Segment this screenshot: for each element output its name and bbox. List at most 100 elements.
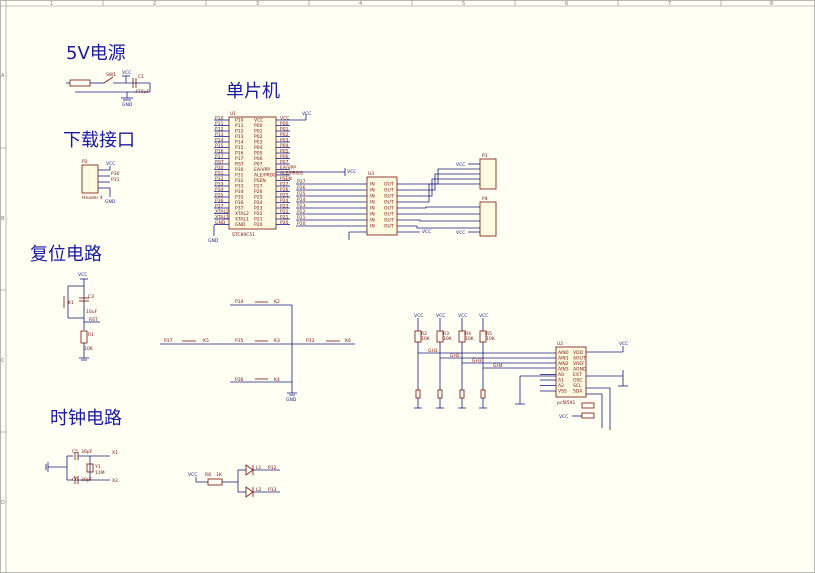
driver-out-pin-4: OUT <box>384 206 394 212</box>
mcu-ea-vcc: VCC <box>347 169 356 175</box>
adc-pin-right-3: AGND <box>573 367 587 373</box>
zone-col-2: 2 <box>153 1 156 7</box>
mcu-pin-right-5: P04 <box>254 145 263 151</box>
mcu-net-left-2: P12 <box>215 127 224 133</box>
mcu-pin-right-6: P05 <box>254 151 263 157</box>
power-switch-label: SW1 <box>106 72 116 78</box>
adc-res-value-0: 10K <box>421 336 431 342</box>
zone-col-8: 8 <box>770 1 773 7</box>
download-gnd: GND <box>105 199 116 205</box>
power-vcc-label: VCC <box>122 70 131 76</box>
led-ref-l1: L1 <box>256 465 262 471</box>
led-res-value: 1K <box>216 472 223 478</box>
driver-out-pin-3: OUT <box>384 200 394 206</box>
key-ref-k5: K5 <box>203 338 209 344</box>
mcu-net-left-1: P11 <box>215 121 224 127</box>
mcu-pin-left-17: XTAL2 <box>235 211 249 217</box>
mcu-pin-left-10: P31 <box>235 173 244 179</box>
adc-pullup-vcc: VCC <box>559 414 568 420</box>
adc-pin-right-0: VDD <box>573 350 584 356</box>
key-label-p33: P33 <box>306 338 315 344</box>
adc-res-ref-2: R4 <box>465 331 471 337</box>
download-ref: P2 <box>82 159 88 165</box>
driver-input-net-0: P27 <box>297 179 306 185</box>
mcu-net-right-18: P21 <box>280 215 289 221</box>
adc-res-ref-0: R2 <box>421 331 427 337</box>
mcu-pin-left-14: P35 <box>235 195 244 201</box>
adc-ref: U2 <box>557 341 563 347</box>
adc-res-vcc-3: VCC <box>479 313 488 319</box>
key-label-p37: P37 <box>164 338 173 344</box>
mcu-net-left-9: P30 <box>215 165 224 171</box>
zone-row-a: A <box>1 73 5 79</box>
mcu-net-right-7: P06 <box>280 154 289 160</box>
section-title-clock: 时钟电路 <box>50 408 122 429</box>
adc-pin-left-5: A1 <box>558 378 564 384</box>
driver-out-pin-0: OUT <box>384 182 394 188</box>
mcu-pin-left-19: GND <box>235 222 246 228</box>
connector-p1: P1 <box>482 153 488 159</box>
adc-pin-left-3: AIN3 <box>558 367 569 373</box>
clock-net-x1: X1 <box>112 450 118 456</box>
driver-input-net-6: P21 <box>297 215 306 221</box>
mcu-net-left-6: P16 <box>215 149 224 155</box>
mcu-net-left-4: P14 <box>215 138 224 144</box>
mcu-pin-right-19: P20 <box>254 222 263 228</box>
download-part-name: Header 4 <box>82 195 103 201</box>
mcu-gnd: GND <box>208 238 219 244</box>
led-vcc: VCC <box>188 472 197 478</box>
mcu-net-left-7: P17 <box>215 154 224 160</box>
mcu-pin-right-0: VCC <box>254 118 263 124</box>
mcu-pin-right-3: P02 <box>254 134 263 140</box>
mcu-pin-right-15: P24 <box>254 200 263 206</box>
adc-part: pcf8591 <box>557 400 576 406</box>
mcu-net-left-19: GND <box>215 220 226 226</box>
mcu-pin-right-7: P06 <box>254 156 263 162</box>
mcu-pin-left-16: P37 <box>235 206 244 212</box>
clock-cap-c5: C5 <box>72 449 78 455</box>
reset-circuit: VCC K1 C3 10uF RST R1 10K <box>63 272 100 361</box>
mcu-pin-right-12: P27 <box>254 184 263 190</box>
adc-net-3: GH4 <box>493 363 503 369</box>
mcu-net-right-1: P00 <box>280 121 289 127</box>
led-circuit: VCC R8 1K L1 L2 P12 P13 <box>188 464 280 498</box>
mcu-pin-left-0: P10 <box>235 118 244 124</box>
clock-crystal-value: 11M <box>95 470 105 476</box>
driver-in-pin-4: IN <box>370 206 375 212</box>
mcu-net-left-12: P33 <box>215 182 224 188</box>
zone-col-1: 1 <box>50 1 53 7</box>
adc-res-vcc-2: VCC <box>458 313 467 319</box>
power-gnd-label: GND <box>122 102 133 108</box>
adc-pin-right-5: OSC <box>573 378 583 384</box>
power-cap-value: 470uF <box>135 89 149 95</box>
mcu-pin-left-4: P14 <box>235 140 244 146</box>
mcu-pin-right-4: P03 <box>254 140 263 146</box>
mcu-pin-left-6: P16 <box>235 151 244 157</box>
mcu-net-left-8: RST <box>215 160 224 166</box>
led-ref-l2: L2 <box>256 487 262 493</box>
adc-res-value-3: 10K <box>486 336 496 342</box>
zone-col-4: 4 <box>359 1 362 7</box>
section-title-reset: 复位电路 <box>30 244 102 265</box>
adc-pin-left-2: AIN2 <box>558 361 569 367</box>
adc-pin-right-4: EXT <box>573 372 582 378</box>
mcu-net-right-3: P02 <box>280 132 289 138</box>
mcu-net-right-11: PSEN <box>280 176 292 182</box>
mcu-pin-left-3: P13 <box>235 134 244 140</box>
mcu-pin-left-8: RST <box>235 162 244 168</box>
mcu-net-right-17: P22 <box>280 209 289 215</box>
mcu-ref: U1 <box>230 111 236 117</box>
driver-input-net-5: P22 <box>297 209 306 215</box>
adc-circuit: U2 pcf8591 VCC VCC VCCR210KGH1VCCR310KGH… <box>414 313 628 430</box>
mcu-net-right-12: P27 <box>280 182 289 188</box>
mcu-net-left-10: P31 <box>215 171 224 177</box>
key-ref-k4: K4 <box>274 377 280 383</box>
mcu-pin-right-18: P21 <box>254 217 263 223</box>
mcu-net-right-10: ALE/PROG <box>280 171 303 177</box>
reset-net: RST <box>89 317 98 323</box>
mcu-pin-left-1: P11 <box>235 123 244 129</box>
